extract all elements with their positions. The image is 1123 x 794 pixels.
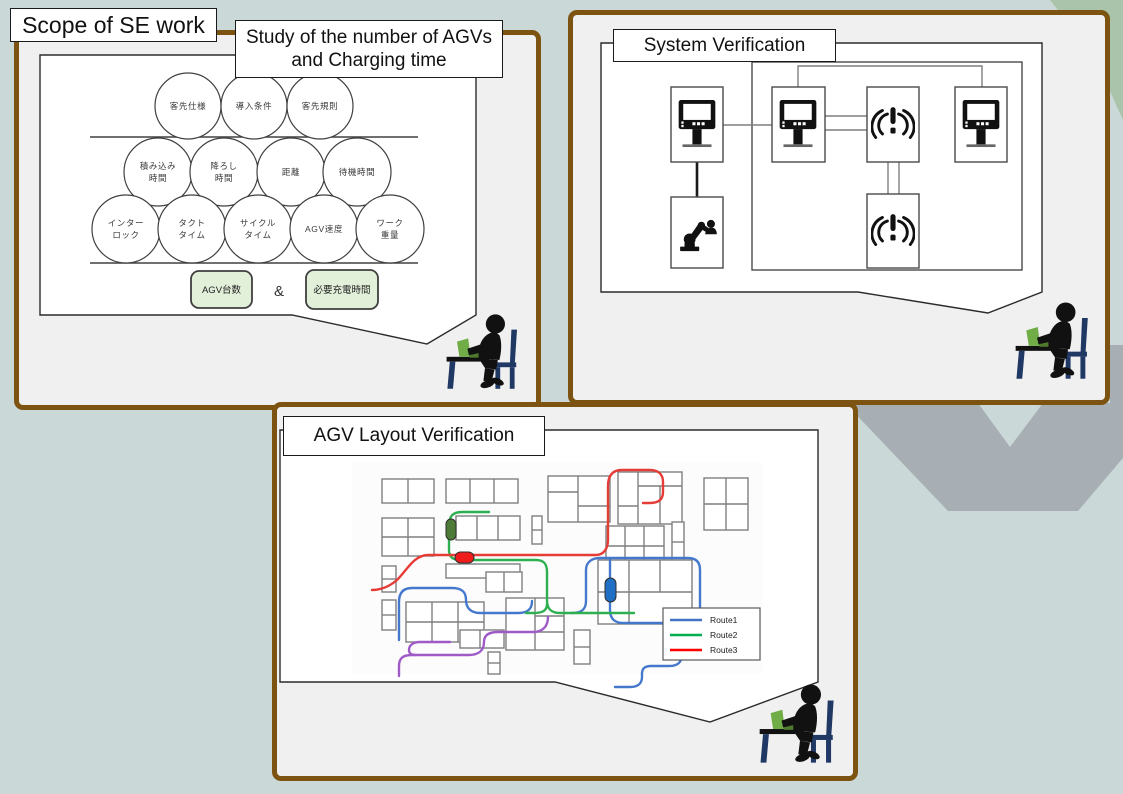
study-title-line2: and Charging time [291,50,447,71]
layout-title-box: AGV Layout Verification [283,416,545,456]
connector-line [797,65,983,87]
factor-circle [223,194,293,264]
factor-circle [157,194,227,264]
factor-circles [91,72,425,264]
slide-title: Scope of SE work [22,11,205,38]
factor-label: 積み込み [140,161,176,171]
study-title-box: Study of the number of AGVs and Charging… [235,20,503,78]
route2-path [524,602,549,615]
layout-title: AGV Layout Verification [313,425,515,446]
factor-label: タクト [178,218,205,228]
factor-label: インター [108,218,144,228]
panel-system-verification [568,10,1110,405]
factor-label: サイクル [240,218,276,228]
result-box-agv-count [190,270,253,309]
connector-lines [695,65,983,197]
factor-label: 導入条件 [236,101,272,111]
system-title: System Verification [643,34,806,56]
factor-circle [322,137,392,207]
panel-agv-study: 客先仕様 導入条件 客先規則 積み込み 時間 降ろし 時間 距離 待機時間 イン… [14,30,541,410]
factor-label: 降ろし [210,161,237,171]
factor-circle [355,194,425,264]
factor-label: タイム [178,230,205,240]
factor-label: ロック [112,230,139,240]
factor-circle-labels: 客先仕様 導入条件 客先規則 積み込み 時間 降ろし 時間 距離 待機時間 イン… [108,101,403,240]
factor-label: 時間 [149,173,167,183]
factor-label: AGV速度 [305,224,343,234]
factor-circle [91,194,161,264]
result-box-charging-time [305,269,379,310]
factor-label: 時間 [215,173,233,183]
study-title-line1: Study of the number of AGVs [245,26,493,48]
factor-label: ワーク [376,218,403,228]
background-chevron-gray [845,345,1123,511]
person-at-desk-icon [1015,302,1088,380]
factor-label: 重量 [381,230,399,240]
panel-agv-layout: Route1 Route2 Route3 [272,402,858,781]
agv-marker-green [445,518,457,541]
legend-label: Route1 [710,615,738,625]
factory-map: Route1 Route2 Route3 [352,462,762,689]
factor-label: 客先仕様 [170,101,206,111]
legend-label: Route3 [710,645,738,655]
route3-path [370,468,665,592]
legend-label: Route2 [710,630,738,640]
route1-path [397,586,534,642]
route-legend: Route1 Route2 Route3 [662,607,761,661]
factor-label: 距離 [282,167,300,177]
result-label: AGV台数 [202,284,242,296]
device-box [866,86,920,163]
system-title-box: System Verification [613,29,836,62]
slide-title-box: Scope of SE work [10,8,217,42]
agv-marker-red [454,551,475,564]
agv-marker-blue [604,577,617,603]
factor-label: 待機時間 [339,167,375,177]
speech-bubble [600,42,1043,314]
factor-label: 客先規則 [302,101,338,111]
route4-path [407,640,452,657]
ampersand: & [274,283,284,300]
system-container-box [751,61,1023,271]
route4-path [397,615,550,678]
result-label: 必要充電時間 [313,284,370,296]
factor-label: タイム [244,230,271,240]
